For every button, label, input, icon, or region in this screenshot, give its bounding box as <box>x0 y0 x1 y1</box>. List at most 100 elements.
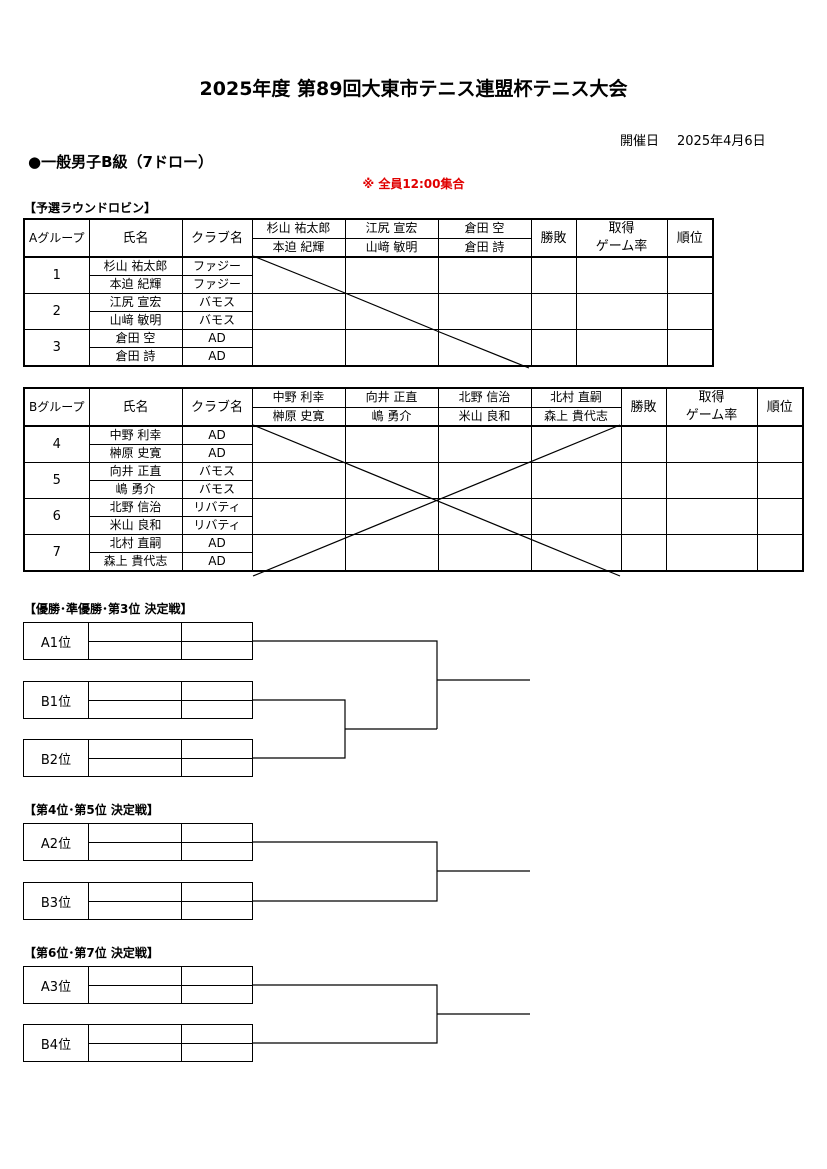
score-cell <box>344 498 439 535</box>
group-label: Aグループ <box>23 218 90 258</box>
rank-cell <box>756 498 804 535</box>
slot-label: A3位 <box>24 967 89 1003</box>
page-title: 2025年度 第89回大東市テニス連盟杯テニス大会 <box>199 78 628 100</box>
club-name: AD <box>181 534 253 553</box>
bracket3-lines <box>252 984 530 1044</box>
rank-cell <box>756 534 804 572</box>
final1-slot-3: B2位 <box>23 739 253 777</box>
diag-a2 <box>344 292 438 332</box>
final2-slot-2: B3位 <box>23 882 253 920</box>
club-name: バモス <box>181 293 253 312</box>
player-name: 向井 正直 <box>88 462 183 481</box>
assembly-notice: ※ 全員12:00集合 <box>362 177 465 191</box>
final1-slot-1: A1位 <box>23 622 253 660</box>
final2-title: 【第4位･第5位 決定戦】 <box>24 803 159 817</box>
final3-title: 【第6位･第7位 決定戦】 <box>24 946 159 960</box>
rate-line-2: ゲーム率 <box>685 408 738 423</box>
rate-line-1: 取得 <box>608 221 635 236</box>
pair-number: 6 <box>23 498 90 535</box>
final1-title: 【優勝･準優勝･第3位 決定戦】 <box>24 602 193 616</box>
score-cell <box>437 498 532 535</box>
rank-cell <box>756 462 804 499</box>
slot-label: B2位 <box>24 740 89 776</box>
bracket1-lines <box>252 640 530 759</box>
score-cell <box>530 498 622 535</box>
date-label: 開催日 <box>620 134 660 149</box>
player-name: 米山 良和 <box>88 516 183 535</box>
game-rate-cell <box>665 498 758 535</box>
club-name: AD <box>181 425 253 445</box>
opponent-header: 山﨑 敏明 <box>344 237 439 258</box>
group-b-table: Bグループ氏名クラブ名中野 利幸向井 正直北野 信治北村 直嗣勝敗取得ゲーム率順… <box>23 387 804 572</box>
club-header: クラブ名 <box>181 387 253 427</box>
opponent-header: 本迫 紀輝 <box>251 237 346 258</box>
diag-a1 <box>252 255 346 294</box>
rate-line-2: ゲーム率 <box>595 239 648 254</box>
player-name: 北村 直嗣 <box>88 534 183 553</box>
game-rate-cell <box>575 293 668 330</box>
date-value: 2025年4月6日 <box>677 134 766 149</box>
category-title: ●一般男子B級（7ドロー） <box>28 153 213 171</box>
player-name: 杉山 祐太郎 <box>88 256 183 276</box>
round-robin-title: 【予選ラウンドロビン】 <box>24 201 157 215</box>
name-header: 氏名 <box>88 387 183 427</box>
table-row: 嶋 勇介バモス <box>24 480 803 499</box>
player-name: 本迫 紀輝 <box>88 275 183 294</box>
player-name: 嶋 勇介 <box>88 480 183 499</box>
player-name: 北野 信治 <box>88 498 183 517</box>
winloss-cell <box>620 462 667 499</box>
rank-cell <box>756 425 804 463</box>
winloss-cell <box>620 534 667 572</box>
rank-cell <box>666 293 714 330</box>
final2-slot-1: A2位 <box>23 823 253 861</box>
player-name: 江尻 宣宏 <box>88 293 183 312</box>
score-cell <box>251 329 346 367</box>
final3-slot-1: A3位 <box>23 966 253 1004</box>
club-name: AD <box>181 552 253 572</box>
final1-slot-2: B1位 <box>23 681 253 719</box>
winloss-cell <box>530 329 577 367</box>
pair-number: 7 <box>23 534 90 572</box>
rank-header: 順位 <box>756 387 804 427</box>
group-a-table: Aグループ氏名クラブ名杉山 祐太郎江尻 宣宏倉田 空勝敗取得ゲーム率順位本迫 紀… <box>23 218 714 367</box>
opponent-header: 嶋 勇介 <box>344 406 439 427</box>
winloss-cell <box>620 498 667 535</box>
club-name: AD <box>181 347 253 367</box>
diag-b-anti <box>252 424 621 577</box>
slot-label: B4位 <box>24 1025 89 1061</box>
bracket2-lines <box>252 841 530 902</box>
player-name: 森上 貴代志 <box>88 552 183 572</box>
score-cell <box>344 329 439 367</box>
score-cell <box>530 534 622 572</box>
club-name: ファジー <box>181 256 253 276</box>
table-row: 本迫 紀輝ファジー <box>24 275 713 294</box>
table-row: 山﨑 敏明バモス <box>24 311 713 330</box>
slot-label: A1位 <box>24 623 89 659</box>
slot-label: A2位 <box>24 824 89 860</box>
rank-cell <box>666 329 714 367</box>
game-rate-cell <box>575 329 668 367</box>
player-name: 榊原 史寛 <box>88 444 183 463</box>
slot-label: B1位 <box>24 682 89 718</box>
pair-number: 1 <box>23 256 90 294</box>
score-cell <box>344 462 439 499</box>
pair-number: 2 <box>23 293 90 330</box>
game-rate-header: 取得ゲーム率 <box>575 218 668 258</box>
club-name: リバティ <box>181 498 253 517</box>
score-cell <box>251 293 346 330</box>
score-cell <box>251 534 346 572</box>
club-name: バモス <box>181 462 253 481</box>
winloss-header: 勝敗 <box>530 218 577 258</box>
game-rate-cell <box>665 462 758 499</box>
name-header: 氏名 <box>88 218 183 258</box>
score-cell <box>530 462 622 499</box>
final3-slot-2: B4位 <box>23 1024 253 1062</box>
